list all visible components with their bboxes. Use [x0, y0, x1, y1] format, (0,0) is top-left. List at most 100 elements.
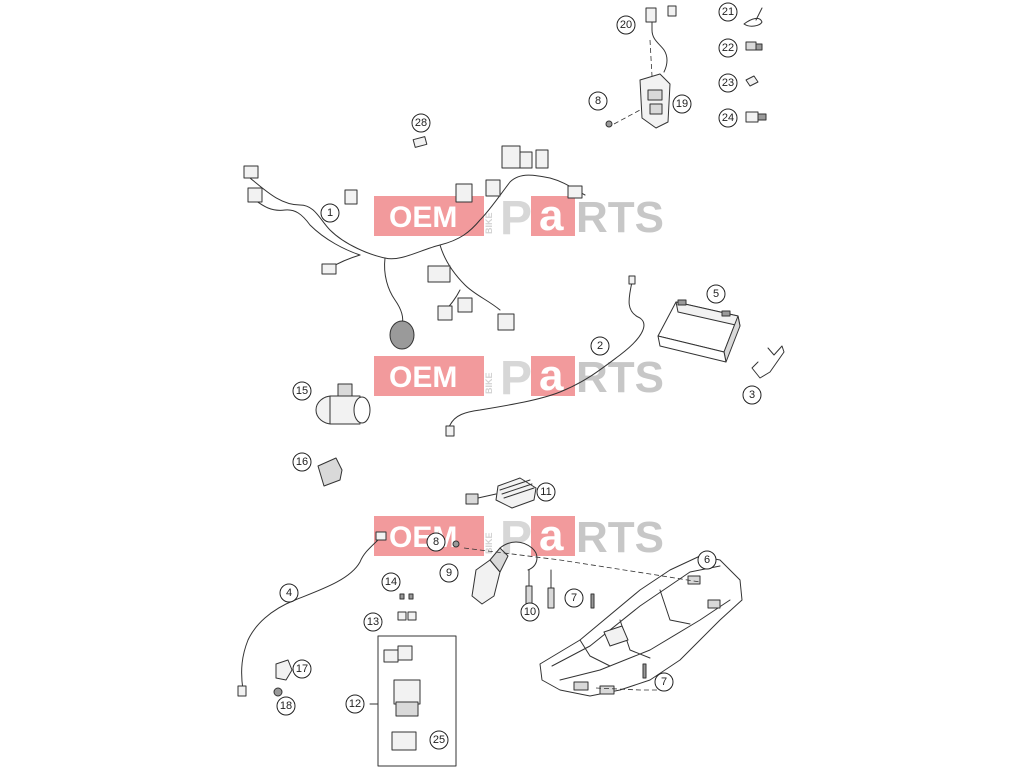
- battery-clip: [751, 345, 785, 379]
- watermark-bike-text: BIKE: [484, 372, 494, 394]
- callout-23-label: 23: [722, 77, 734, 89]
- callout-11: 11: [536, 482, 556, 502]
- watermark-p-text: P: [500, 192, 532, 245]
- callout-7-lower-label: 7: [661, 676, 667, 688]
- watermark-p-text: P: [500, 352, 532, 405]
- callout-25-label: 25: [433, 734, 445, 746]
- callout-18-label: 18: [280, 700, 292, 712]
- pads-13: [397, 611, 417, 621]
- callout-12: 12: [345, 694, 365, 714]
- callout-1-label: 1: [327, 207, 333, 219]
- callout-20: 20: [616, 15, 636, 35]
- callout-20-label: 20: [620, 19, 632, 31]
- callout-8-upper-label: 8: [595, 95, 601, 107]
- callout-2-label: 2: [597, 340, 603, 352]
- sensor-bracket-9: [471, 541, 538, 605]
- watermark-top: OEM BIKE P a RTS: [374, 191, 664, 245]
- callout-25: 25: [429, 730, 449, 750]
- terminal-cap: [275, 659, 293, 681]
- bolt-8-upper: [605, 120, 613, 128]
- callout-19-label: 19: [676, 98, 688, 110]
- watermark-bike-text: BIKE: [484, 212, 494, 234]
- callout-15-label: 15: [296, 385, 308, 397]
- callout-9-label: 9: [446, 567, 452, 579]
- watermark-a-text: a: [539, 191, 564, 240]
- callout-9: 9: [439, 563, 459, 583]
- watermark-a-text: a: [539, 351, 564, 400]
- callout-14: 14: [381, 572, 401, 592]
- callout-15: 15: [292, 381, 312, 401]
- watermark-a-text: a: [539, 511, 564, 560]
- callout-17: 17: [292, 659, 312, 679]
- callout-3: 3: [742, 385, 762, 405]
- assembly-line-b: [595, 687, 660, 691]
- callout-14-label: 14: [385, 576, 397, 588]
- callout-22-label: 22: [722, 42, 734, 54]
- clips-14: [399, 593, 414, 600]
- callout-8-lower: 8: [426, 532, 446, 552]
- bolt-8-lower: [452, 540, 460, 548]
- watermark-bottom: OEM BIKE P a RTS: [374, 511, 664, 565]
- connector-28: [412, 136, 428, 148]
- callout-13: 13: [363, 612, 383, 632]
- callout-8-upper: 8: [588, 91, 608, 111]
- watermark-rts-text: RTS: [576, 353, 664, 402]
- callout-2: 2: [590, 336, 610, 356]
- watermark-rts-text: RTS: [576, 193, 664, 242]
- ground-cable: [237, 531, 387, 697]
- nut-18: [273, 687, 283, 697]
- callout-21-label: 21: [722, 6, 734, 18]
- connector-24: [745, 111, 767, 123]
- callout-24: 24: [718, 108, 738, 128]
- callout-12-label: 12: [349, 698, 361, 710]
- watermark-oem-text: OEM: [389, 361, 457, 394]
- main-wiring-harness: [243, 145, 586, 350]
- watermark-oem-text: OEM: [389, 521, 457, 554]
- callout-13-label: 13: [367, 616, 379, 628]
- assembly-line-d: [649, 39, 653, 77]
- assembly-line-c: [613, 109, 641, 125]
- callout-10-label: 10: [524, 606, 536, 618]
- callout-5: 5: [706, 284, 726, 304]
- callout-18: 18: [276, 696, 296, 716]
- cable-tie-21: [743, 7, 763, 27]
- battery-cable: [445, 275, 645, 437]
- callout-3-label: 3: [749, 389, 755, 401]
- clip-22: [745, 41, 763, 51]
- callout-7-upper-label: 7: [571, 592, 577, 604]
- callout-6-label: 6: [704, 554, 710, 566]
- callout-10: 10: [520, 602, 540, 622]
- watermark-rts-text: RTS: [576, 513, 664, 562]
- voltage-regulator: [465, 477, 537, 509]
- callout-23: 23: [718, 73, 738, 93]
- callout-6: 6: [697, 550, 717, 570]
- sensor-10: [525, 569, 555, 609]
- callout-24-label: 24: [722, 112, 734, 124]
- callout-19: 19: [672, 94, 692, 114]
- callout-16-label: 16: [296, 456, 308, 468]
- callout-16: 16: [292, 452, 312, 472]
- callout-28: 28: [411, 113, 431, 133]
- callout-8-lower-label: 8: [433, 536, 439, 548]
- starter-relay: [315, 383, 371, 425]
- callout-1: 1: [320, 203, 340, 223]
- callout-5-label: 5: [713, 288, 719, 300]
- watermark-oem-text: OEM: [389, 201, 457, 234]
- bolt-7-lower: [642, 663, 647, 679]
- callout-7-upper: 7: [564, 588, 584, 608]
- callout-22: 22: [718, 38, 738, 58]
- callout-7-lower: 7: [654, 672, 674, 692]
- callout-17-label: 17: [296, 663, 308, 675]
- callout-4: 4: [279, 583, 299, 603]
- clip-23: [745, 75, 759, 87]
- fuse-holder-20: [645, 5, 677, 73]
- callout-11-label: 11: [540, 486, 551, 498]
- battery: [657, 299, 741, 363]
- assembly-line-a: [463, 547, 701, 583]
- callout-21: 21: [718, 2, 738, 22]
- battery-tray: [539, 555, 743, 697]
- rubber-cover: [317, 457, 343, 487]
- watermark-bike-text: BIKE: [484, 532, 494, 554]
- callout-28-label: 28: [415, 117, 427, 129]
